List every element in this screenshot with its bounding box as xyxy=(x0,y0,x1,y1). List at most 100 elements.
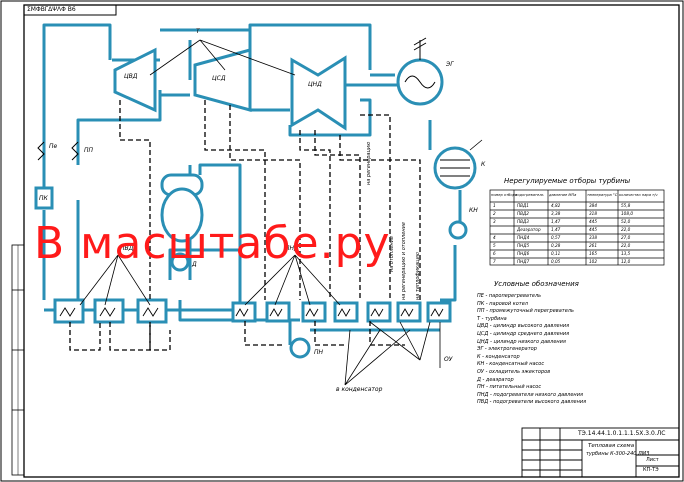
legend-item: К - конденсатор xyxy=(477,353,520,360)
table-cell: 3,38 xyxy=(551,211,561,216)
title-block xyxy=(521,427,680,478)
vertical-label-3: на регенерацию и отопление xyxy=(401,222,407,300)
table-cell: ПНД5 xyxy=(517,243,530,248)
label-d: Д xyxy=(192,261,197,268)
label-pnd: ПНД xyxy=(285,245,299,252)
legend-item: ПК - паровой котел xyxy=(477,300,528,307)
legend-item: Д - деаэратор xyxy=(477,376,514,383)
table-cell: ПНД6 xyxy=(517,251,530,256)
table-cell: 4,82 xyxy=(551,203,561,208)
hp-heaters xyxy=(53,298,168,324)
table-cell: 108,0 xyxy=(621,211,633,216)
cvd-cylinder xyxy=(113,47,157,113)
table-cell: 4 xyxy=(493,235,496,240)
top-stamp-text: ΣΜΦΒΓΔΨΛΦ Β6 xyxy=(27,6,76,13)
watermark: В масштабе.ру xyxy=(34,218,391,269)
table-header: номер отбора xyxy=(491,193,518,197)
extraction-table xyxy=(489,189,665,266)
table-cell: 2 xyxy=(493,211,496,216)
label-cvd: ЦВД xyxy=(124,73,138,80)
label-pvd: ПВД xyxy=(120,245,134,252)
label-eg: ЭГ xyxy=(446,61,454,68)
legend-item: Т - турбина xyxy=(477,315,507,322)
table-header: давление МПа xyxy=(549,193,577,197)
table-cell: 445 xyxy=(589,227,597,232)
csd-cylinder xyxy=(193,48,252,112)
legend-title: Условные обозначения xyxy=(494,280,579,288)
table-cell: ПВД2 xyxy=(517,211,529,216)
legend-item: ОУ - охладитель эжекторов xyxy=(477,369,551,375)
title-sheet: Лист xyxy=(646,457,659,463)
table-cell: 318 xyxy=(589,211,597,216)
table-cell: ПВД1 xyxy=(517,203,529,208)
table-cell: 102 xyxy=(589,259,597,264)
legend-item: ПП - промежуточный перегреватель xyxy=(477,308,574,315)
label-cnd: ЦНД xyxy=(308,81,322,88)
table-cell: ПВД3 xyxy=(517,219,529,224)
table-cell: 261 xyxy=(589,243,597,248)
table-cell: 27,0 xyxy=(621,235,631,240)
lp-heaters xyxy=(231,301,452,323)
table-cell: ПНД4 xyxy=(517,235,530,240)
table-cell: 0,28 xyxy=(551,243,561,248)
label-kn: КН xyxy=(469,207,478,214)
top-stamp-box xyxy=(23,4,117,16)
label-to-condenser: в конденсатор xyxy=(336,386,383,393)
title-sheets: КП-ТЭ xyxy=(643,467,659,473)
boiler xyxy=(34,186,54,210)
label-csd: ЦСД xyxy=(212,75,226,82)
legend-item: ПЕ - пароперегреватель xyxy=(477,293,542,299)
label-ou: ОУ xyxy=(444,356,453,363)
table-cell: 13,5 xyxy=(621,251,631,256)
table-cell: 384 xyxy=(589,203,597,208)
label-pe: Пе xyxy=(49,143,58,150)
label-k: К xyxy=(481,161,486,168)
extraction-lines xyxy=(69,100,421,351)
table-cell: 12,0 xyxy=(621,259,631,264)
legend-item: ПН - питательный насос xyxy=(477,384,542,391)
table-cell: 1,47 xyxy=(551,227,561,232)
table-cell: 0,11 xyxy=(551,251,561,256)
vertical-label-1: на регенерацию xyxy=(366,141,372,185)
title-code: ТЭ.14.44.1.0.1.1.1.5Х.3.0.ЛС xyxy=(578,430,666,437)
table-header: количество пара т/ч xyxy=(619,193,658,197)
table-header: подогреватель xyxy=(515,193,544,197)
table-cell: 7 xyxy=(493,259,496,264)
inner-frame xyxy=(23,4,680,478)
label-t: Т xyxy=(196,28,200,35)
table-cell: 3 xyxy=(493,219,496,224)
legend-item: ЦСД - цилиндр среднего давления xyxy=(477,331,570,337)
table-cell: 1,47 xyxy=(551,219,561,224)
table-cell: 55,8 xyxy=(621,203,631,208)
legend-item: ПВД - подогреватели высокого давления xyxy=(477,399,587,406)
feed-pump xyxy=(170,252,190,272)
table-cell: 338 xyxy=(589,235,597,240)
turbine xyxy=(113,47,347,131)
cnd-cylinder xyxy=(290,55,347,131)
table-title: Нерегулируемые отборы турбины xyxy=(504,177,631,185)
table-cell: 6 xyxy=(493,251,496,256)
table-header: температура °С xyxy=(587,193,618,197)
table-cell: 0,57 xyxy=(551,235,561,240)
label-pk: ПК xyxy=(39,195,48,202)
vertical-label-4: на теплофикацию xyxy=(415,252,421,300)
table-cell: 5 xyxy=(493,243,496,248)
legend-item: ЦНД - цилиндр низкого давления xyxy=(477,338,566,345)
table-cell: ПНД7 xyxy=(517,259,530,264)
drain-pump xyxy=(289,337,311,359)
table-cell: 0,05 xyxy=(551,259,561,264)
table-cell: 1 xyxy=(493,203,496,208)
table-cell: 22,0 xyxy=(621,243,631,248)
title-name-2: турбины К-300-240 ЛМЗ xyxy=(586,451,650,457)
legend-item: ПНД - подогреватели низкого давления xyxy=(477,391,583,398)
table-cell: 22,0 xyxy=(621,227,631,232)
legend-item: ЭГ - электрогенератор xyxy=(477,346,537,353)
title-name-1: Тепловая схема xyxy=(588,443,635,449)
table-cell: 445 xyxy=(589,219,597,224)
table-cell: 165 xyxy=(589,251,597,256)
table-cell: 52,0 xyxy=(621,219,631,224)
label-pn: ПН xyxy=(314,349,324,356)
legend-item: КН - конденсатный насос xyxy=(477,361,545,368)
table-cell: Деаэратор xyxy=(517,227,541,232)
